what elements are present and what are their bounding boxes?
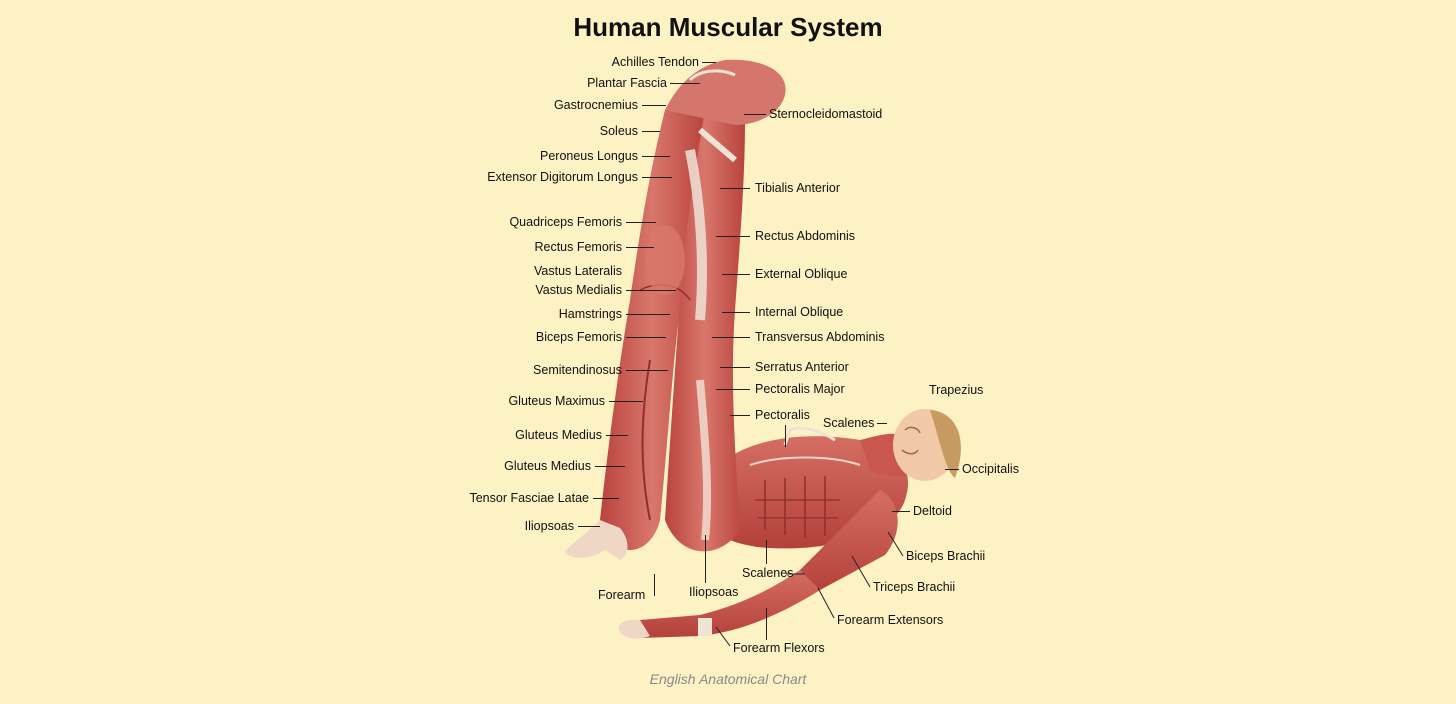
label-pectoralis-major: Pectoralis Major (755, 382, 845, 396)
label-gastrocnemius: Gastrocnemius (553, 98, 638, 112)
label-tibialis-anterior: Tibialis Anterior (755, 181, 840, 195)
leader-quadriceps-femoris (626, 222, 656, 223)
leader-hamstrings (626, 314, 670, 315)
label-hamstrings: Hamstrings (558, 307, 622, 321)
label-biceps-brachii: Biceps Brachii (906, 549, 986, 563)
label-biceps-femoris: Biceps Femoris (535, 330, 622, 344)
label-transversus-abdominis: Transversus Abdominis (755, 330, 885, 344)
label-scalenes-right: Scalenes (823, 416, 875, 430)
label-pectoralis: Pectoralis (755, 408, 810, 422)
label-internal-oblique: Internal Oblique (755, 305, 844, 319)
leader-sternocleidomastoid (744, 114, 766, 115)
leader-iliopsoas-bottom (705, 535, 706, 583)
label-iliopsoas-bottom: Iliopsoas (689, 585, 739, 599)
leader-internal-oblique (722, 312, 750, 313)
leader-achilles-tendon (702, 62, 716, 63)
leader-semitendinosus (626, 370, 668, 371)
arm (618, 490, 898, 639)
hand (565, 520, 628, 560)
leader-transversus-abdominis (712, 337, 750, 338)
chart-caption: English Anatomical Chart (649, 671, 807, 687)
leader-biceps-brachii (887, 531, 904, 557)
label-quadriceps-femoris: Quadriceps Femoris (509, 215, 622, 229)
leader-gluteus-maximus (609, 401, 643, 402)
label-achilles-tendon: Achilles Tendon (611, 55, 699, 69)
leader-scalenes-bottom (766, 540, 767, 564)
leader-serratus-anterior (720, 367, 750, 368)
label-gluteus-maximus: Gluteus Maximus (508, 394, 605, 408)
label-rectus-abdominis: Rectus Abdominis (755, 229, 856, 243)
leader-gluteus-medius-2 (595, 466, 625, 467)
leader-extensor-digitorum-longus (642, 177, 672, 178)
label-tensor-fasciae-latae: Tensor Fasciae Latae (469, 491, 589, 505)
leader-pectoralis (730, 415, 750, 416)
leader-pectoralis-major (716, 389, 750, 390)
leader-peroneus-longus (642, 156, 670, 157)
label-plantar-fascia: Plantar Fascia (587, 76, 667, 90)
leader-forearm (654, 574, 655, 596)
leader-plantar-fascia (670, 83, 700, 84)
label-semitendinosus: Semitendinosus (533, 363, 622, 377)
legs (600, 59, 786, 552)
label-trapezius: Trapezius (929, 383, 984, 397)
leader-pectoralis-down (785, 425, 786, 447)
label-external-oblique: External Oblique (755, 267, 848, 281)
leader-rectus-abdominis (716, 236, 750, 237)
label-occipitalis: Occipitalis (962, 462, 1019, 476)
leader-soleus (642, 131, 660, 132)
leader-gluteus-medius-1 (606, 435, 628, 436)
label-deltoid: Deltoid (913, 504, 952, 518)
leader-rectus-femoris (626, 247, 654, 248)
leader-tibialis-anterior (720, 188, 750, 189)
leader-deltoid (892, 511, 910, 512)
head (860, 409, 962, 481)
label-iliopsoas-left: Iliopsoas (524, 519, 574, 533)
leader-tensor-fasciae-latae (593, 498, 619, 499)
label-vastus-medialis: Vastus Medialis (535, 283, 622, 297)
label-sternocleidomastoid: Sternocleidomastoid (769, 107, 883, 121)
label-extensor-digitorum-longus: Extensor Digitorum Longus (487, 170, 638, 184)
leader-forearm-flexors (766, 608, 767, 640)
leader-iliopsoas-left (578, 526, 600, 527)
leader-gastrocnemius (642, 105, 666, 106)
leader-scalenes-right (877, 423, 887, 424)
label-gluteus-medius-2: Gluteus Medius (504, 459, 591, 473)
page-title: Human Muscular System (573, 12, 883, 42)
leader-vastus-medialis (626, 290, 676, 291)
label-gluteus-medius-1: Gluteus Medius (515, 428, 602, 442)
label-forearm: Forearm (598, 588, 646, 602)
leader-occipitalis (945, 469, 959, 470)
label-serratus-anterior: Serratus Anterior (755, 360, 849, 374)
label-vastus-lateralis: Vastus Lateralis (533, 264, 622, 278)
label-peroneus-longus: Peroneus Longus (540, 149, 638, 163)
leader-forearm-extensors (817, 587, 835, 619)
label-soleus: Soleus (599, 124, 638, 138)
leader-triceps-brachii (851, 555, 871, 588)
leader-forearm-flexors-angle (715, 626, 731, 647)
label-scalenes-bottom: Scalenes (742, 566, 794, 580)
label-forearm-extensors: Forearm Extensors (837, 613, 944, 627)
leader-external-oblique (722, 274, 750, 275)
label-forearm-flexors: Forearm Flexors (733, 641, 825, 655)
label-rectus-femoris: Rectus Femoris (534, 240, 622, 254)
label-triceps-brachii: Triceps Brachii (873, 580, 956, 594)
leader-biceps-femoris (626, 337, 666, 338)
